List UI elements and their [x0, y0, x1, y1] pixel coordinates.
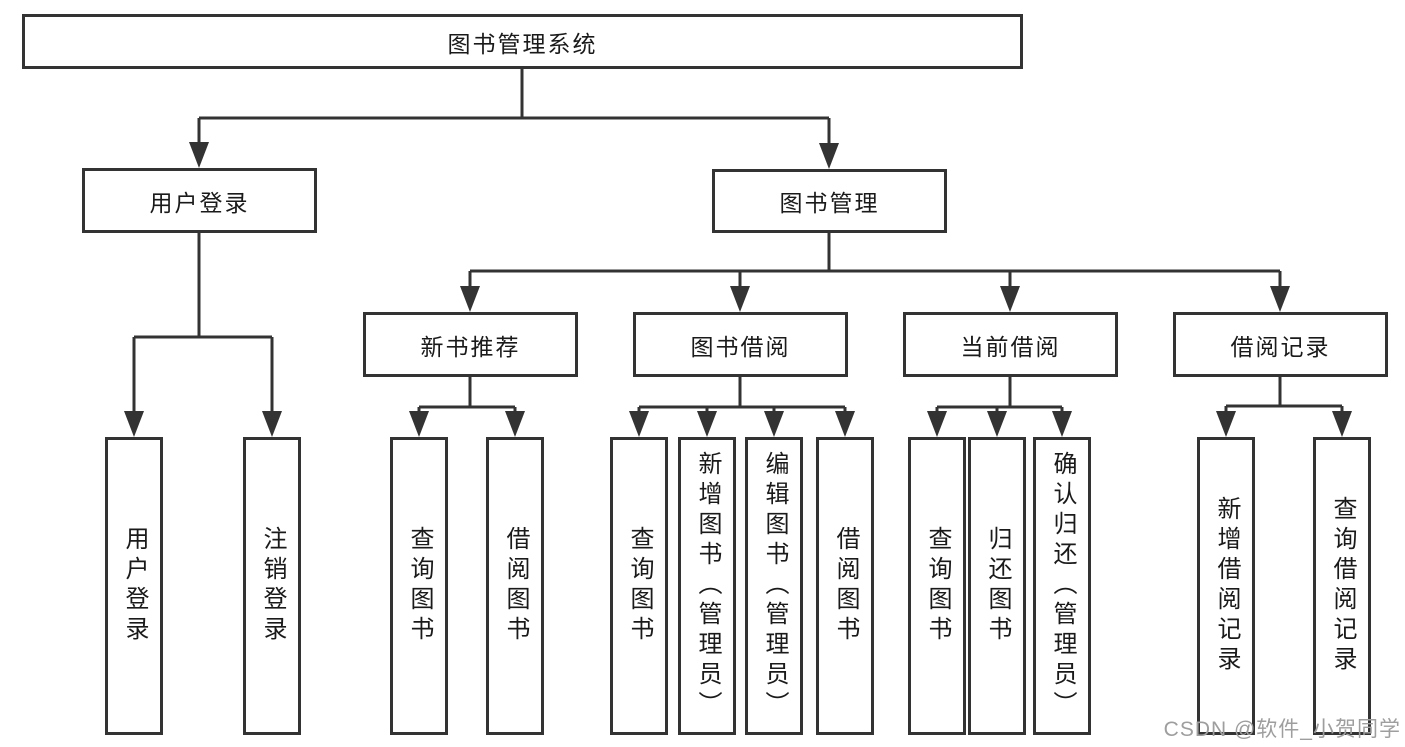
- leaf-confirm-return-admin: 确认归还（管理员）: [1033, 437, 1091, 735]
- node-label: 图书借阅: [690, 333, 791, 360]
- arrowhead: [1270, 286, 1290, 312]
- arrowhead: [1332, 411, 1352, 437]
- arrowhead: [460, 286, 480, 312]
- arrowhead: [835, 411, 855, 437]
- arrowhead: [1052, 411, 1072, 437]
- connector-bookmgmt-to-level3: [468, 233, 1282, 288]
- node-current-borrowing: 当前借阅: [903, 312, 1118, 377]
- node-label: 归还图书: [984, 526, 1011, 646]
- node-label: 借阅记录: [1230, 333, 1331, 360]
- node-user-login: 用户登录: [82, 168, 317, 233]
- node-label: 用户登录: [121, 526, 148, 646]
- arrowhead: [1216, 411, 1236, 437]
- node-label: 编辑图书（管理员）: [761, 451, 788, 721]
- leaf-query-borrow-record: 查询借阅记录: [1313, 437, 1371, 735]
- arrowhead: [730, 286, 750, 312]
- arrowhead: [764, 411, 784, 437]
- node-label: 新增借阅记录: [1213, 496, 1240, 676]
- arrowhead: [819, 143, 839, 169]
- connector-newbook-to-leaves: [417, 377, 517, 413]
- leaf-user-login: 用户登录: [105, 437, 163, 735]
- node-borrowing-records: 借阅记录: [1173, 312, 1388, 377]
- arrowhead: [189, 142, 209, 168]
- node-label: 新增图书（管理员）: [694, 451, 721, 721]
- node-book-borrowing: 图书借阅: [633, 312, 848, 377]
- node-label: 借阅图书: [502, 526, 529, 646]
- node-label: 注销登录: [259, 526, 286, 646]
- connector-root-to-level2: [197, 69, 831, 145]
- leaf-query-books-borrowing: 查询图书: [610, 437, 668, 735]
- connector-borrow-to-leaves: [637, 377, 847, 413]
- node-label: 图书管理: [779, 190, 880, 216]
- leaf-add-book-admin: 新增图书（管理员）: [678, 437, 736, 735]
- connector-records-to-leaves: [1224, 377, 1344, 413]
- arrowhead: [629, 411, 649, 437]
- leaf-return-book: 归还图书: [968, 437, 1026, 735]
- leaf-add-borrow-record: 新增借阅记录: [1197, 437, 1255, 735]
- connector-userlogin-to-leaves: [132, 233, 274, 413]
- node-new-book-recommend: 新书推荐: [363, 312, 578, 377]
- node-label: 查询借阅记录: [1329, 496, 1356, 676]
- arrowhead: [124, 411, 144, 437]
- leaf-query-books-current: 查询图书: [908, 437, 966, 735]
- arrowhead: [1000, 286, 1020, 312]
- leaf-logout: 注销登录: [243, 437, 301, 735]
- leaf-borrow-books: 借阅图书: [816, 437, 874, 735]
- node-label: 借阅图书: [832, 526, 859, 646]
- node-label: 新书推荐: [420, 333, 521, 360]
- leaf-borrow-books-recommend: 借阅图书: [486, 437, 544, 735]
- node-label: 查询图书: [924, 526, 951, 646]
- node-book-management: 图书管理: [712, 169, 947, 233]
- node-label: 图书管理系统: [447, 30, 598, 57]
- leaf-edit-book-admin: 编辑图书（管理员）: [745, 437, 803, 735]
- node-label: 当前借阅: [960, 333, 1061, 360]
- arrowhead: [262, 411, 282, 437]
- arrowhead: [927, 411, 947, 437]
- node-label: 确认归还（管理员）: [1049, 451, 1076, 721]
- arrowhead: [697, 411, 717, 437]
- node-library-system: 图书管理系统: [22, 14, 1023, 69]
- node-label: 查询图书: [406, 526, 433, 646]
- node-label: 查询图书: [626, 526, 653, 646]
- leaf-query-books-recommend: 查询图书: [390, 437, 448, 735]
- node-label: 用户登录: [149, 189, 250, 216]
- arrowhead: [505, 411, 525, 437]
- arrowhead: [987, 411, 1007, 437]
- watermark: CSDN @软件_小贺同学: [1163, 718, 1401, 741]
- arrowhead: [409, 411, 429, 437]
- connector-current-to-leaves: [935, 376, 1064, 413]
